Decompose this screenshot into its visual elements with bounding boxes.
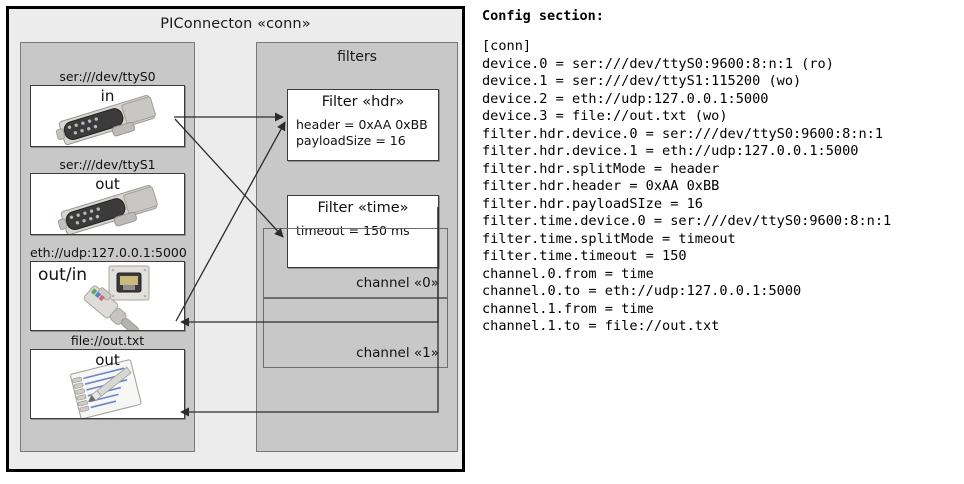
config-line: filter.hdr.payloadSIze = 16	[482, 195, 703, 212]
filter-props: header = 0xAA 0xBB payloadSize = 16	[288, 117, 438, 149]
config-heading: Config section:	[482, 8, 604, 24]
filter-title: Filter «hdr»	[321, 94, 405, 110]
config-line: device.2 = eth://udp:127.0.0.1:5000	[482, 90, 769, 107]
filters-panel: filters Filter «hdr» header = 0xAA 0xBB …	[256, 42, 458, 452]
device-label: ser:///dev/ttyS1	[59, 157, 156, 172]
config-line: filter.hdr.header = 0xAA 0xBB	[482, 178, 720, 194]
device-box[interactable]: in	[30, 85, 185, 147]
config-line: filter.time.timeout = 150	[482, 248, 687, 264]
config-line: device.3 = file://out.txt (wo)	[482, 108, 728, 124]
device-serial0[interactable]: ser:///dev/ttyS0 in	[30, 69, 185, 147]
devices-panel: ser:///dev/ttyS0 in	[20, 42, 195, 452]
config-line: filter.time.device.0 = ser:///dev/ttyS0:…	[482, 213, 892, 229]
device-label: file://out.txt	[70, 333, 145, 348]
filter-title: Filter «time»	[317, 200, 409, 216]
filter-hdr-box[interactable]: Filter «hdr» header = 0xAA 0xBB payloadS…	[287, 89, 439, 161]
config-line: channel.1.to = file://out.txt	[482, 318, 720, 334]
device-label: eth://udp:127.0.0.1:5000	[30, 245, 187, 260]
config-line: filter.hdr.splitMode = header	[482, 160, 720, 177]
config-line: channel.0.to = eth://udp:127.0.0.1:5000	[482, 283, 802, 299]
config-section: Config section: [conn]device.0 = ser:///…	[482, 8, 960, 336]
device-box[interactable]: out/in	[30, 261, 185, 331]
device-serial1[interactable]: ser:///dev/ttyS1 out	[30, 157, 185, 235]
config-line: channel.1.from = time	[482, 300, 654, 317]
config-lines: [conn]device.0 = ser:///dev/ttyS0:9600:8…	[482, 38, 960, 336]
notepad-pencil-icon	[31, 350, 184, 418]
filter-prop: header = 0xAA 0xBB	[296, 117, 428, 132]
device-direction: in	[100, 87, 115, 105]
serial-db9-icon	[31, 174, 184, 234]
filter-prop: payloadSize = 16	[296, 133, 406, 148]
channel-0-box[interactable]: channel «0»	[263, 228, 448, 298]
config-line: filter.time.splitMode = timeout	[482, 230, 736, 247]
config-line: channel.0.from = time	[482, 265, 654, 282]
device-box[interactable]: out	[30, 173, 185, 235]
diagram-canvas: PIConnecton «conn» ser:///dev/ttyS0 in	[6, 6, 465, 472]
channel-label: channel «0»	[356, 275, 439, 291]
filters-panel-title: filters	[337, 49, 377, 65]
channel-1-box[interactable]: channel «1»	[263, 298, 448, 368]
device-box[interactable]: out	[30, 349, 185, 419]
config-line: filter.hdr.device.0 = ser:///dev/ttyS0:9…	[482, 125, 884, 142]
device-label: ser:///dev/ttyS0	[59, 69, 156, 84]
device-ethernet[interactable]: eth://udp:127.0.0.1:5000 out/in	[30, 245, 187, 331]
device-direction: out	[95, 175, 120, 193]
config-line: filter.hdr.device.1 = eth://udp:127.0.0.…	[482, 143, 859, 159]
serial-db9-icon	[31, 86, 184, 146]
channel-label: channel «1»	[356, 345, 439, 361]
ethernet-rj45-icon	[31, 262, 184, 330]
config-line: device.1 = ser:///dev/ttyS1:115200 (wo)	[482, 73, 802, 89]
config-line: [conn]	[482, 38, 532, 54]
device-file[interactable]: file://out.txt out	[30, 333, 185, 419]
config-line: device.0 = ser:///dev/ttyS0:9600:8:n:1 (…	[482, 55, 834, 72]
device-direction: out	[95, 351, 120, 369]
device-direction: out/in	[38, 265, 88, 285]
package-title: PIConnecton «conn»	[160, 16, 311, 32]
